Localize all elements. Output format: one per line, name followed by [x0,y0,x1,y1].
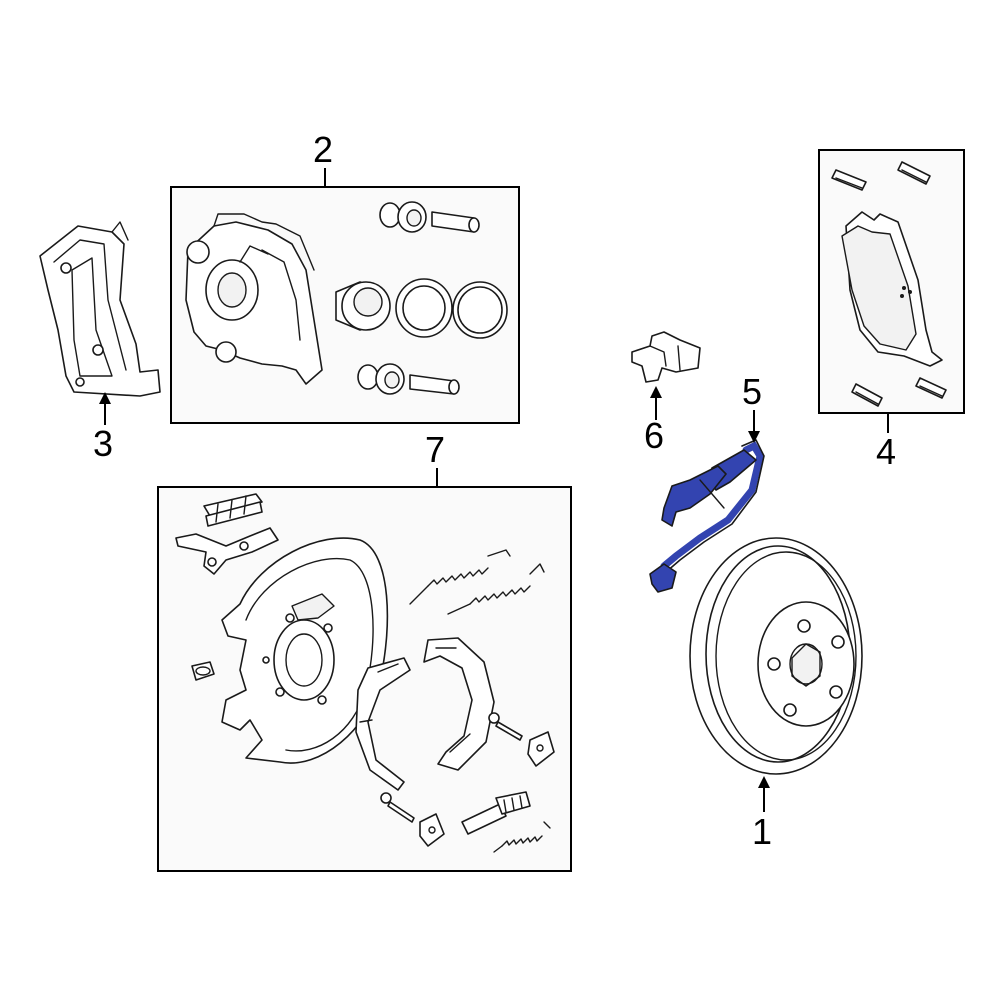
hold-down-pin-upper[interactable] [488,712,523,741]
piston-seal[interactable] [395,278,453,338]
pad-clip-upper-right[interactable] [897,161,931,185]
adjuster-clip[interactable] [191,661,215,681]
return-spring-lower[interactable] [447,563,545,615]
parking-brake-shoe-left[interactable] [355,657,411,791]
caliper-body[interactable] [185,213,323,385]
caliper-bracket[interactable] [39,221,161,397]
return-spring-upper[interactable] [409,549,511,605]
parking-brake-group: 7 [157,429,572,872]
brake-wear-sensor[interactable] [649,439,765,593]
shoe-hold-down-clips[interactable] [203,493,263,527]
slide-pin-lower[interactable] [357,363,460,395]
pad-clip-lower-right[interactable] [915,377,947,399]
caliper-piston[interactable] [335,281,391,331]
wear-sensor-bracket [661,465,727,527]
hold-down-pin-lower[interactable] [380,792,415,823]
wheel-speed-sensor[interactable] [631,331,701,383]
hold-down-retainer-upper[interactable] [527,731,555,767]
callout-4[interactable]: 4 [876,431,896,472]
pad-clip-upper-left[interactable] [831,169,867,191]
callout-2[interactable]: 2 [313,129,333,170]
backing-plate[interactable] [221,537,389,764]
slide-pin-upper[interactable] [379,201,480,233]
hold-down-retainer-lower[interactable] [419,813,445,847]
adjuster-spring[interactable] [493,821,551,853]
callout-3[interactable]: 3 [93,423,113,464]
wear-sensor-connector [649,563,677,593]
parking-brake-lever[interactable] [175,527,279,575]
caliper-kit-group: 2 [170,129,520,424]
pad-clip-lower-left[interactable] [851,383,883,407]
parking-brake-shoe-right[interactable] [423,637,495,771]
callout-7[interactable]: 7 [425,429,445,470]
adjuster-assembly[interactable] [461,791,531,835]
callout-5[interactable]: 5 [742,371,762,412]
wear-sensor-cable [660,441,764,570]
callout-1[interactable]: 1 [752,811,772,852]
brake-rotor[interactable] [689,537,863,775]
brake-pad-group: 4 [818,149,965,472]
callout-6[interactable]: 6 [644,415,664,456]
dust-boot[interactable] [452,281,508,339]
brake-pad[interactable] [841,211,943,367]
